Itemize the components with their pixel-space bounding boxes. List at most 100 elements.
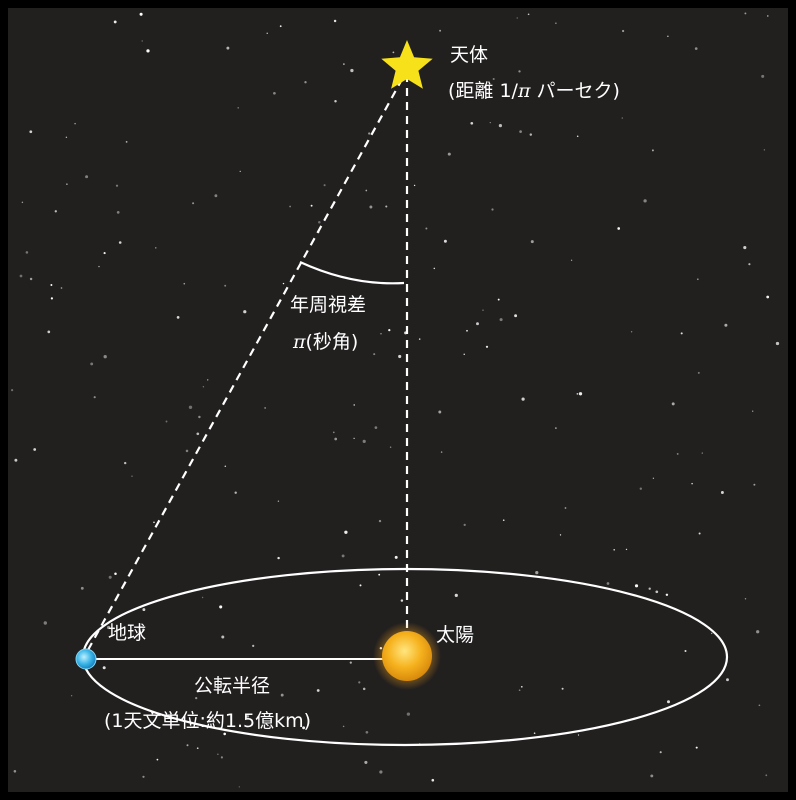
background-star: [766, 295, 770, 299]
background-star: [447, 152, 451, 156]
background-star: [302, 726, 306, 730]
background-star: [577, 734, 580, 736]
background-star: [406, 712, 411, 716]
earth: [75, 648, 97, 670]
background-star: [389, 446, 392, 448]
background-star: [50, 284, 53, 286]
background-star: [378, 519, 382, 523]
background-star: [667, 700, 670, 704]
background-star: [527, 13, 530, 16]
background-star: [334, 437, 338, 441]
background-stars: [11, 12, 780, 788]
background-star: [238, 786, 240, 788]
background-star: [224, 284, 227, 287]
background-star: [237, 107, 239, 109]
background-star: [720, 491, 724, 494]
background-star: [516, 17, 518, 19]
background-star: [223, 732, 226, 736]
background-star: [665, 593, 669, 597]
background-star: [621, 29, 625, 33]
background-star: [114, 572, 117, 576]
background-star: [711, 632, 713, 635]
background-star: [625, 548, 628, 551]
background-star: [226, 46, 230, 50]
background-star: [394, 555, 398, 559]
background-star: [365, 730, 369, 734]
background-star: [726, 678, 729, 682]
background-star: [443, 239, 447, 243]
background-star: [655, 590, 659, 594]
background-star: [761, 74, 765, 78]
background-star: [183, 282, 186, 285]
background-star: [155, 247, 157, 249]
parallax-name-label: 年周視差: [290, 294, 367, 316]
background-star: [323, 184, 326, 187]
background-star: [93, 396, 96, 399]
background-star: [492, 77, 495, 81]
parallax-pi-symbol: π: [293, 331, 306, 353]
background-star: [333, 19, 337, 23]
background-star: [651, 149, 654, 152]
background-star: [141, 40, 143, 42]
background-star: [198, 415, 201, 419]
parallax-unit-text: (秒角): [305, 331, 359, 353]
background-star: [765, 774, 768, 777]
background-star: [318, 220, 321, 224]
background-star: [142, 775, 145, 778]
background-star: [697, 371, 700, 374]
background-star: [142, 608, 146, 612]
background-star: [80, 586, 84, 590]
background-star: [70, 695, 73, 697]
background-star: [310, 204, 313, 207]
parallax-angle-arc: [299, 261, 405, 285]
background-star: [369, 205, 373, 209]
background-star: [378, 573, 381, 576]
background-star: [463, 353, 465, 355]
background-star: [380, 333, 382, 335]
background-star: [775, 341, 780, 346]
background-star: [316, 689, 320, 692]
background-star: [418, 338, 421, 340]
background-star: [499, 318, 503, 322]
background-star: [115, 184, 119, 187]
background-star: [385, 205, 388, 208]
background-star: [21, 201, 24, 204]
background-star: [234, 491, 237, 494]
background-star: [43, 621, 47, 625]
background-star: [433, 267, 436, 270]
background-star: [11, 389, 14, 392]
background-star: [650, 774, 654, 778]
background-star: [176, 316, 180, 319]
background-star: [630, 331, 633, 333]
background-star: [438, 410, 442, 414]
background-star: [466, 329, 468, 332]
background-star: [639, 487, 642, 490]
background-star: [701, 452, 703, 454]
background-star: [350, 68, 354, 73]
background-star: [196, 747, 199, 750]
background-star: [74, 122, 76, 125]
background-star: [246, 715, 250, 718]
background-star: [353, 437, 355, 440]
background-star: [578, 392, 583, 396]
background-star: [344, 530, 348, 534]
background-star: [108, 575, 112, 579]
background-star: [374, 426, 378, 429]
background-star: [25, 251, 29, 254]
background-star: [50, 297, 54, 300]
background-star: [102, 666, 106, 670]
background-star: [113, 20, 117, 24]
background-star: [66, 183, 68, 185]
background-star: [196, 432, 200, 436]
background-star: [463, 523, 466, 527]
background-star: [648, 587, 651, 590]
background-star: [19, 274, 23, 278]
background-star: [519, 130, 522, 133]
background-star: [341, 554, 345, 558]
background-star: [535, 570, 539, 575]
background-star: [684, 649, 687, 653]
background-star: [186, 744, 189, 747]
background-star: [744, 12, 747, 15]
background-star: [570, 259, 573, 261]
